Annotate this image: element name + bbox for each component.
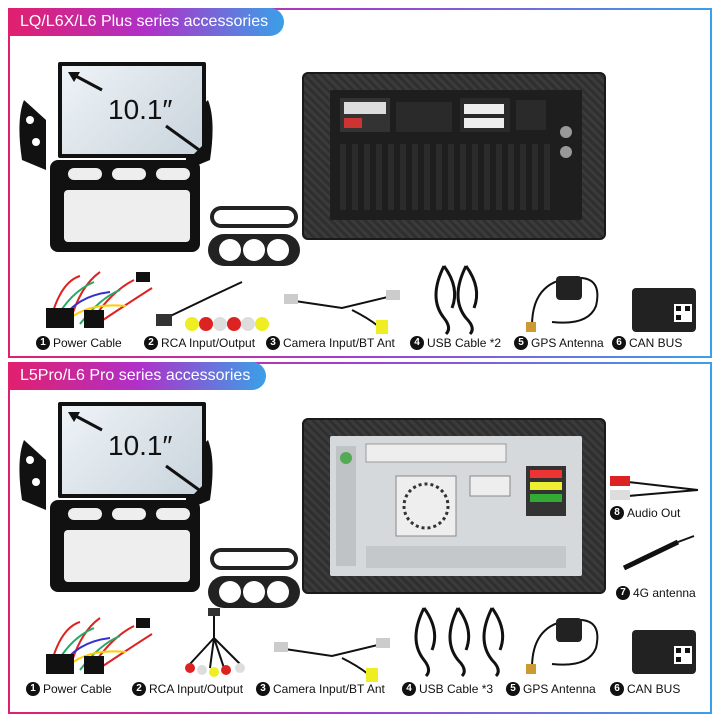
accessory-name: CAN BUS xyxy=(627,682,681,696)
accessory-name: USB Cable *2 xyxy=(427,336,502,350)
accessory-name: Audio Out xyxy=(627,506,681,520)
number-badge: 5 xyxy=(506,682,520,696)
accessory-name: GPS Antenna xyxy=(523,682,596,696)
accessory-name: Power Cable xyxy=(53,336,122,350)
number-badge: 8 xyxy=(610,506,624,520)
accessory-name: RCA Input/Output xyxy=(161,336,256,350)
gps-antenna-icon xyxy=(526,276,599,332)
dash-frame-icon xyxy=(19,100,213,252)
4g-antenna-icon xyxy=(622,535,695,571)
accessories-panel-bottom: L5Pro/L6 Pro series accessories 10.1″ xyxy=(8,362,712,714)
camera-cable-icon xyxy=(274,638,390,682)
knob-bezel-icon xyxy=(208,548,300,608)
head-unit-back xyxy=(302,72,606,240)
rear-connectors-icon xyxy=(336,443,566,568)
canbus-box-icon xyxy=(632,630,696,674)
rca-cable-icon xyxy=(185,608,245,677)
power-cable-icon xyxy=(46,271,153,328)
section-title: LQ/L6X/L6 Plus series accessories xyxy=(10,8,285,36)
section-title: L5Pro/L6 Pro series accessories xyxy=(10,362,267,390)
accessory-name: 4G antenna xyxy=(633,586,696,600)
gps-antenna-icon xyxy=(526,618,599,674)
camera-cable-icon xyxy=(284,290,400,334)
rear-panel xyxy=(330,90,582,220)
number-badge: 3 xyxy=(266,336,280,350)
rear-panel xyxy=(330,436,582,576)
head-unit-front: 10.1″ xyxy=(16,400,216,600)
audio-out-cable-icon xyxy=(610,476,699,500)
head-unit-screen xyxy=(58,62,206,158)
head-unit-back xyxy=(302,418,606,594)
number-badge: 3 xyxy=(256,682,270,696)
number-badge: 4 xyxy=(402,682,416,696)
accessory-name: GPS Antenna xyxy=(531,336,604,350)
rear-connectors-icon xyxy=(340,98,572,210)
diagonal-arrow-icon xyxy=(68,72,206,156)
usb-cable-icon xyxy=(434,265,479,336)
number-badge: 6 xyxy=(610,682,624,696)
number-badge: 5 xyxy=(514,336,528,350)
accessory-name: Power Cable xyxy=(43,682,112,696)
accessories-panel-top: LQ/L6X/L6 Plus series accessories 10.1″ xyxy=(8,8,712,358)
power-cable-icon xyxy=(46,617,153,674)
number-badge: 2 xyxy=(144,336,158,350)
accessory-name: CAN BUS xyxy=(629,336,683,350)
knob-bezel-icon xyxy=(208,206,300,266)
rca-cable-icon xyxy=(156,281,269,331)
number-badge: 7 xyxy=(616,586,630,600)
accessory-name: USB Cable *3 xyxy=(419,682,494,696)
usb-cable-icon xyxy=(414,607,505,678)
number-badge: 1 xyxy=(26,682,40,696)
accessory-name: Camera Input/BT Ant xyxy=(273,682,385,696)
diagonal-arrow-icon xyxy=(68,412,206,496)
accessory-name: RCA Input/Output xyxy=(149,682,244,696)
number-badge: 2 xyxy=(132,682,146,696)
screen-size-label: 10.1″ xyxy=(108,430,173,461)
number-badge: 1 xyxy=(36,336,50,350)
screen-size-label: 10.1″ xyxy=(108,94,173,125)
number-badge: 6 xyxy=(612,336,626,350)
head-unit-front: 10.1″ xyxy=(16,60,216,260)
number-badge: 4 xyxy=(410,336,424,350)
canbus-box-icon xyxy=(632,288,696,332)
accessory-name: Camera Input/BT Ant xyxy=(283,336,395,350)
